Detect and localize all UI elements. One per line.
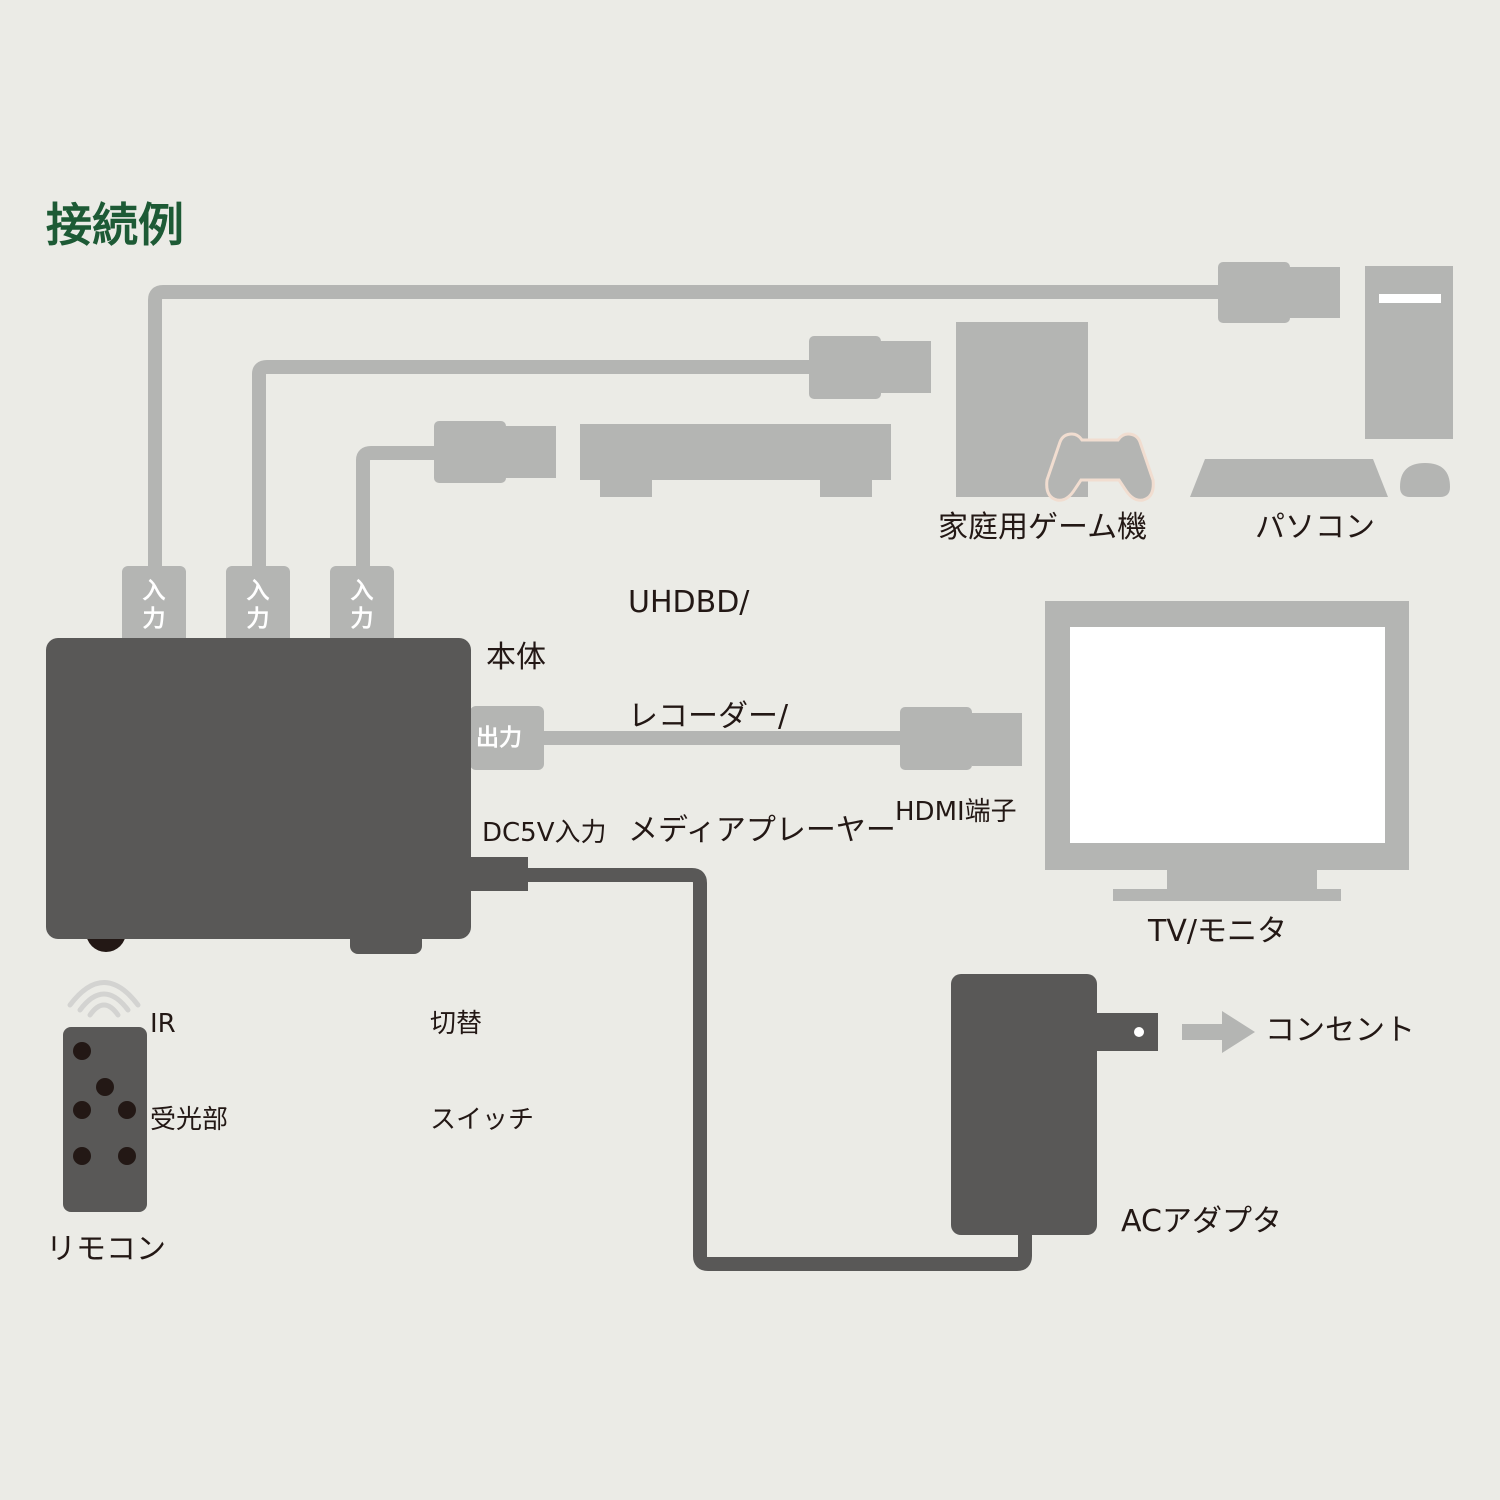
remote-icon	[63, 1027, 147, 1212]
hdmi-plug-tv	[900, 707, 1022, 770]
input-port-2-char-2: 力	[246, 606, 270, 632]
input-port-1-char-1: 入	[142, 578, 166, 604]
player-label-line-1: UHDBD/	[628, 585, 750, 620]
player-label: UHDBD/ レコーダー/ メディアプレーヤー	[628, 508, 896, 926]
dc-input-label: DC5V入力	[482, 818, 607, 848]
tv-label: TV/モニタ	[1148, 914, 1287, 949]
switch-label-line-1: 切替	[430, 1009, 483, 1039]
ir-receiver-label-line-2: 受光部	[150, 1105, 229, 1135]
ir-receiver-label-line-1: IR	[150, 1009, 176, 1039]
switch-label-line-2: スイッチ	[430, 1105, 535, 1135]
main-unit	[46, 638, 528, 954]
input-port-2-label: 入 力	[243, 577, 273, 633]
hdmi-plug-player	[434, 421, 556, 483]
dc-plug	[465, 857, 528, 891]
tv-icon	[1045, 601, 1409, 901]
input-port-1-char-2: 力	[142, 606, 166, 632]
ac-adapter-label: ACアダプタ	[1121, 1204, 1282, 1239]
hdmi-terminal-label: HDMI端子	[895, 797, 1017, 827]
game-console-icon	[956, 322, 1155, 502]
pc-label: パソコン	[1255, 510, 1375, 545]
hdmi-plug-game	[809, 336, 931, 399]
hdmi-plug-pc	[1218, 262, 1340, 323]
cable-player	[356, 446, 437, 570]
dc-cable	[525, 868, 1032, 1271]
game-console-label: 家庭用ゲーム機	[938, 510, 1148, 545]
outlet-arrow-icon	[1182, 1011, 1255, 1053]
output-port	[470, 706, 544, 770]
input-port-3-label: 入 力	[347, 577, 377, 633]
ir-receiver-label: IR 受光部	[150, 944, 228, 1200]
ir-signal-icon	[67, 980, 141, 1018]
input-port-1-label: 入 力	[139, 577, 169, 633]
output-port-label: 出力	[476, 725, 522, 751]
switch-label: 切替 スイッチ	[430, 944, 534, 1200]
player-label-line-2: レコーダー/	[628, 699, 789, 734]
input-port-3-char-1: 入	[350, 578, 374, 604]
input-port-3	[330, 566, 394, 646]
ac-adapter-icon	[951, 974, 1158, 1235]
player-icon	[580, 424, 891, 497]
cable-game	[252, 360, 812, 570]
input-port-2	[226, 566, 290, 646]
input-port-3-char-2: 力	[350, 606, 374, 632]
input-port-2-char-1: 入	[246, 578, 270, 604]
remote-label: リモコン	[46, 1232, 166, 1267]
outlet-label: コンセント	[1265, 1013, 1415, 1048]
cable-pc	[148, 285, 1222, 570]
page-title: 接続例	[46, 198, 184, 252]
player-label-line-3: メディアプレーヤー	[628, 813, 896, 848]
input-port-1	[122, 566, 186, 646]
pc-icon	[1190, 266, 1453, 497]
body-label: 本体	[486, 640, 546, 675]
